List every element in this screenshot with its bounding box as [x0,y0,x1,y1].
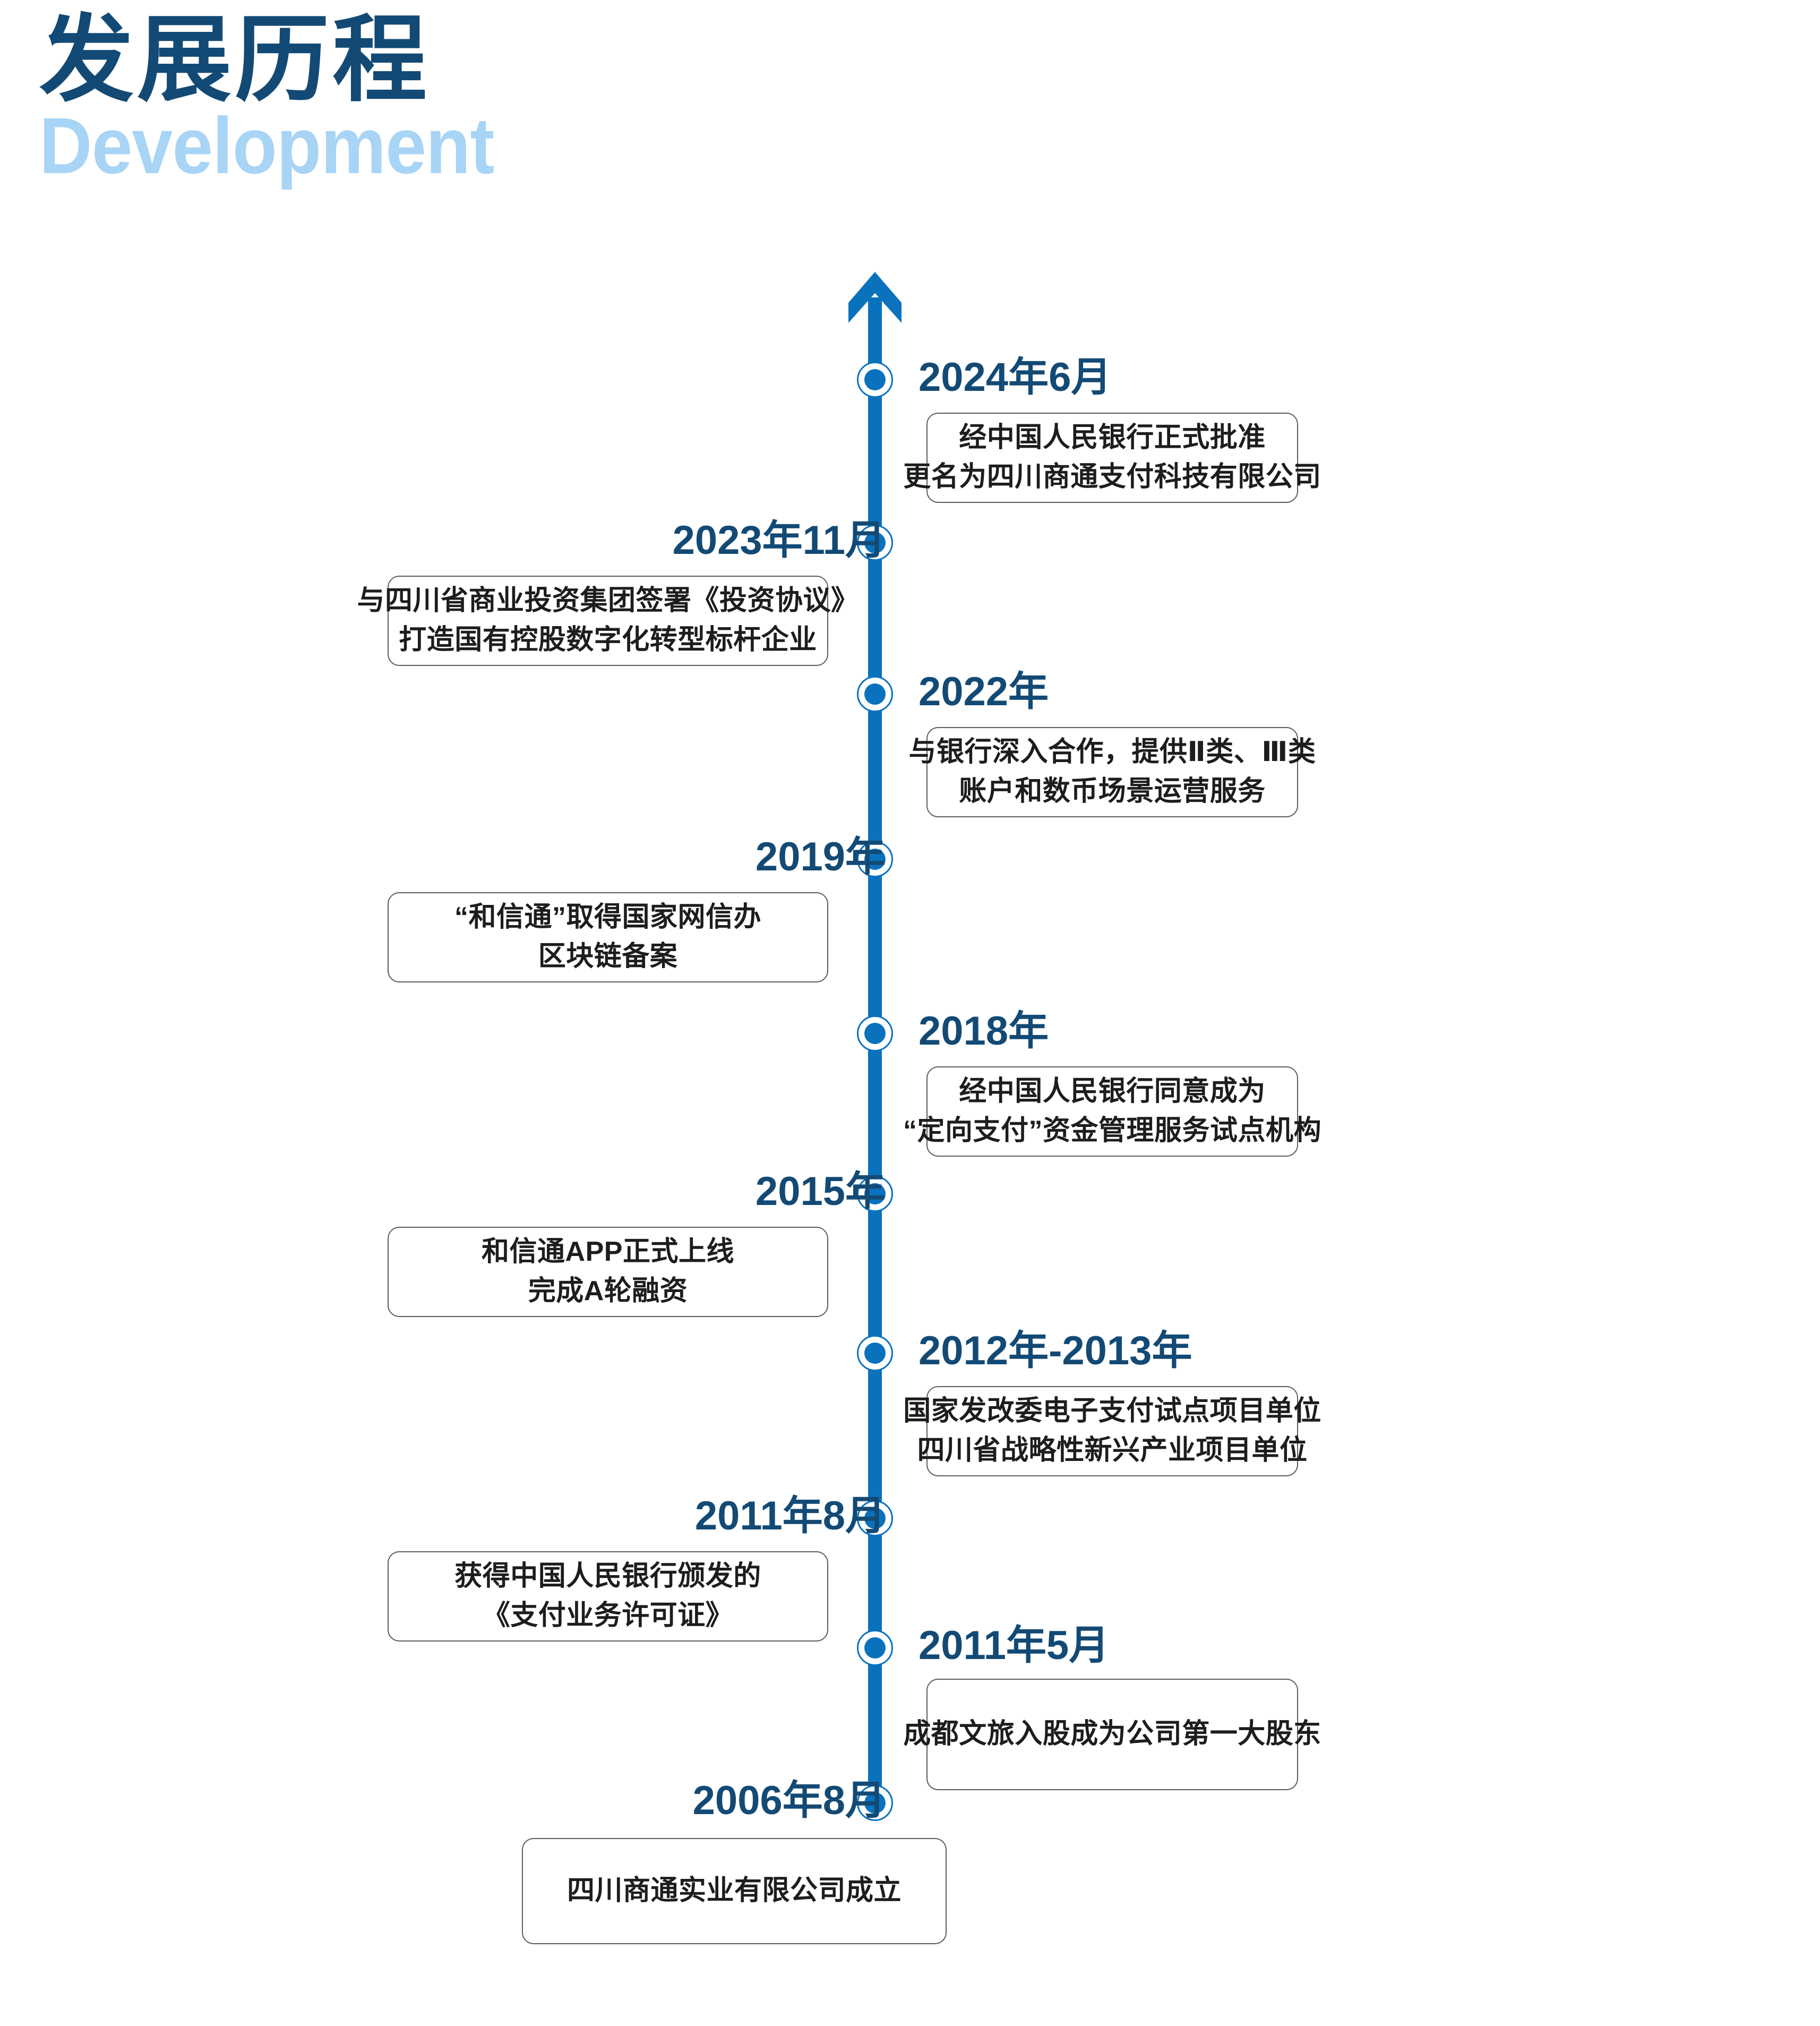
timeline-event-card: 经中国人民银行同意成为 “定向支付”资金管理服务试点机构 [903,1066,1321,1157]
timeline-dot-icon [857,1335,893,1371]
timeline-event-line: 区块链备案 [538,941,678,972]
timeline-event-line: 国家发改委电子支付试点项目单位 [903,1396,1321,1427]
timeline-event-line: 打造国有控股数字化转型标杆企业 [399,625,817,655]
timeline-event-line: 完成A轮融资 [528,1276,688,1306]
timeline-dot-icon [857,525,893,561]
timeline-dot-icon [857,1500,893,1536]
timeline-date-label: 2011年5月 [918,1623,1110,1668]
page-title: 发展历程 Development [39,11,676,185]
timeline-event-card: 与四川省商业投资集团签署《投资协议》打造国有控股数字化转型标杆企业 [357,576,859,666]
timeline-event-card: 经中国人民银行正式批准更名为四川商通支付科技有限公司 [903,413,1321,503]
timeline-event-line: 与银行深入合作，提供Ⅱ类、Ⅲ类 [908,737,1316,768]
timeline-event-line: 四川商通实业有限公司成立 [566,1875,902,1907]
timeline-event-line: 经中国人民银行正式批准 [959,422,1266,454]
page-title-chinese: 发展历程 [39,7,430,113]
timeline-event-card: “和信通”取得国家网信办区块链备案 [388,892,828,982]
timeline-date-label: 2023年11月 [672,518,886,563]
timeline-dot-icon [857,841,893,877]
timeline-dot-icon [857,1176,893,1212]
timeline-event-line: 经中国人民银行同意成为 [959,1076,1266,1107]
timeline-event-card: 和信通APP正式上线完成A轮融资 [388,1227,828,1317]
timeline-date-label: 2006年8月 [692,1778,886,1823]
timeline-event-line: 《支付业务许可证》 [482,1600,734,1631]
timeline-event-line: 和信通APP正式上线 [482,1236,734,1268]
timeline-event-card: 国家发改委电子支付试点项目单位四川省战略性新兴产业项目单位 [903,1386,1321,1476]
timeline-date-label: 2024年6月 [918,355,1112,400]
page-title-english: Development [39,101,494,191]
timeline-event-line: “定向支付”资金管理服务试点机构 [903,1115,1322,1146]
timeline-event-line: 与四川省商业投资集团签署《投资协议》 [357,585,859,617]
timeline-date-label: 2011年8月 [694,1493,886,1538]
timeline-dot-icon [857,1785,893,1821]
timeline-date-label: 2018年 [918,1008,1049,1054]
timeline-event-line: 四川省战略性新兴产业项目单位 [917,1435,1308,1466]
timeline-event-card: 成都文旅入股成为公司第一大股东 [903,1679,1321,1790]
timeline-event-card: 四川商通实业有限公司成立 [522,1838,947,1944]
timeline-event-line: 成都文旅入股成为公司第一大股东 [903,1719,1321,1750]
timeline-dot-icon [857,1015,893,1052]
arrow-up-icon [848,272,902,323]
timeline-dot-icon [857,362,893,398]
timeline-event-line: 账户和数币场景运营服务 [959,776,1266,807]
timeline-date-label: 2015年 [755,1169,886,1214]
timeline-event-line: 更名为四川商通支付科技有限公司 [903,461,1321,492]
timeline-event-line: 获得中国人民银行颁发的 [454,1561,761,1592]
timeline-dot-icon [857,1630,893,1666]
timeline-dot-icon [857,676,893,712]
timeline-event-card: 获得中国人民银行颁发的《支付业务许可证》 [388,1551,828,1642]
timeline-date-label: 2022年 [918,669,1049,714]
timeline-date-label: 2019年 [755,834,886,879]
timeline-date-label: 2012年-2013年 [918,1328,1192,1373]
timeline-event-card: 与银行深入合作，提供Ⅱ类、Ⅲ类账户和数币场景运营服务 [909,727,1316,817]
timeline-event-line: “和信通”取得国家网信办 [454,902,761,933]
